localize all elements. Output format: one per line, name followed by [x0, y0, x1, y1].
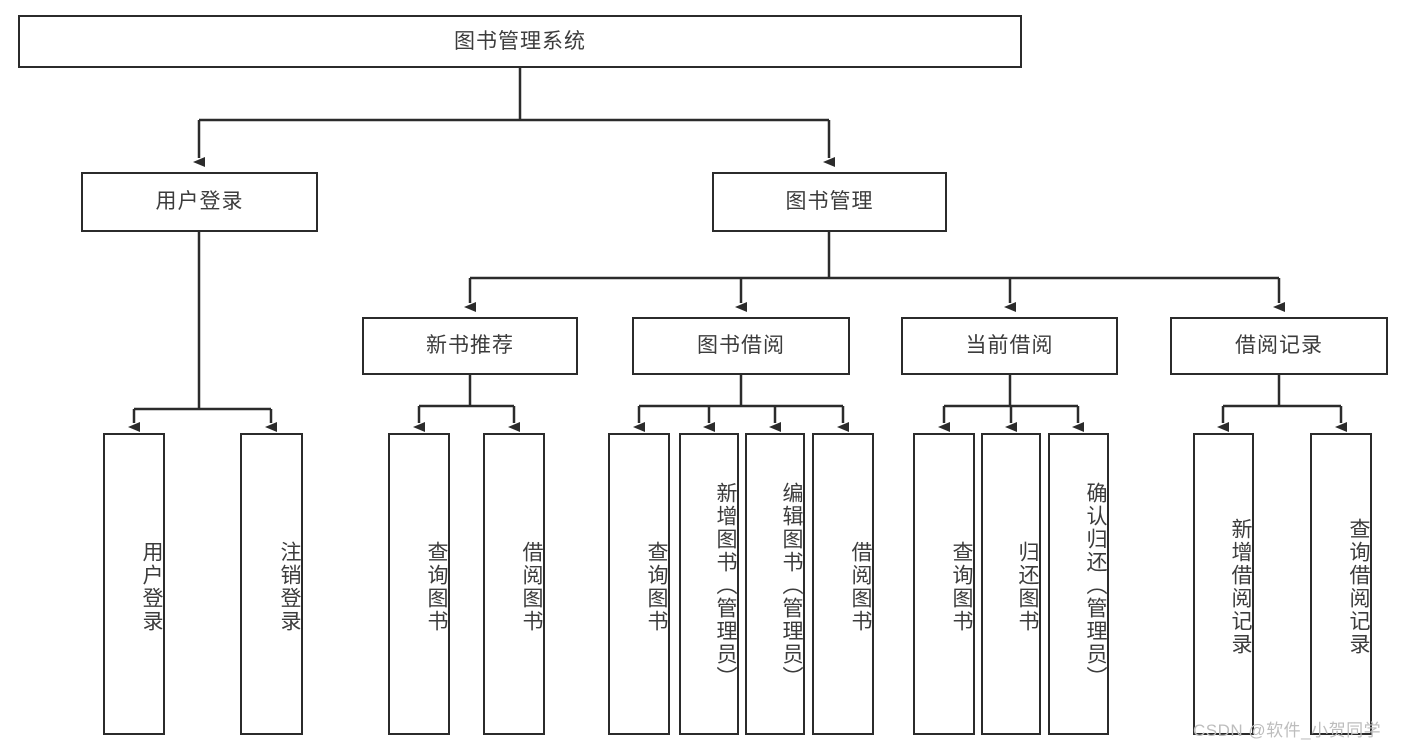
leaf-record-add[interactable]: 新增借阅记录 [1193, 433, 1254, 735]
node-user-login[interactable]: 用户登录 [81, 172, 318, 232]
leaf-current-query-book[interactable]: 查询图书 [913, 433, 975, 735]
node-book-management[interactable]: 图书管理 [712, 172, 947, 232]
leaf-current-confirm-return-admin[interactable]: 确认归还（管理员） [1048, 433, 1109, 735]
node-root-system[interactable]: 图书管理系统 [18, 15, 1022, 68]
node-label: 借阅图书 [849, 541, 872, 633]
node-label: 借阅图书 [520, 541, 543, 633]
leaf-borrow-edit-book-admin[interactable]: 编辑图书（管理员） [745, 433, 805, 735]
node-new-book-recommend[interactable]: 新书推荐 [362, 317, 578, 375]
node-label: 图书借阅 [697, 334, 785, 358]
leaf-record-query[interactable]: 查询借阅记录 [1310, 433, 1372, 735]
leaf-new-book-borrow[interactable]: 借阅图书 [483, 433, 545, 735]
node-label: 查询图书 [425, 541, 448, 633]
leaf-borrow-query-book[interactable]: 查询图书 [608, 433, 670, 735]
node-label: 用户登录 [155, 190, 244, 214]
node-label: 借阅记录 [1235, 334, 1323, 358]
node-label: 新增借阅记录 [1229, 518, 1252, 656]
node-label: 图书管理 [785, 190, 874, 214]
node-label: 当前借阅 [965, 334, 1054, 358]
node-current-borrow[interactable]: 当前借阅 [901, 317, 1118, 375]
node-label: 查询图书 [950, 541, 973, 633]
leaf-current-return-book[interactable]: 归还图书 [981, 433, 1041, 735]
node-label: 确认归还（管理员） [1084, 481, 1107, 689]
node-label: 查询图书 [645, 541, 668, 633]
node-label: 注销登录 [278, 541, 301, 633]
watermark-text: CSDN @软件_小贺同学 [1193, 721, 1382, 740]
leaf-user-login-signin[interactable]: 用户登录 [103, 433, 165, 735]
node-borrow-record[interactable]: 借阅记录 [1170, 317, 1388, 375]
node-book-borrow[interactable]: 图书借阅 [632, 317, 850, 375]
node-label: 新增图书（管理员） [714, 481, 737, 689]
node-label: 编辑图书（管理员） [780, 481, 803, 689]
leaf-user-login-signout[interactable]: 注销登录 [240, 433, 303, 735]
leaf-borrow-add-book-admin[interactable]: 新增图书（管理员） [679, 433, 739, 735]
node-label: 用户登录 [140, 541, 163, 633]
node-label: 归还图书 [1016, 541, 1039, 633]
node-label: 查询借阅记录 [1347, 518, 1370, 656]
node-label: 图书管理系统 [454, 29, 586, 53]
leaf-borrow-borrow-book[interactable]: 借阅图书 [812, 433, 874, 735]
leaf-new-book-query[interactable]: 查询图书 [388, 433, 450, 735]
node-label: 新书推荐 [426, 334, 514, 358]
